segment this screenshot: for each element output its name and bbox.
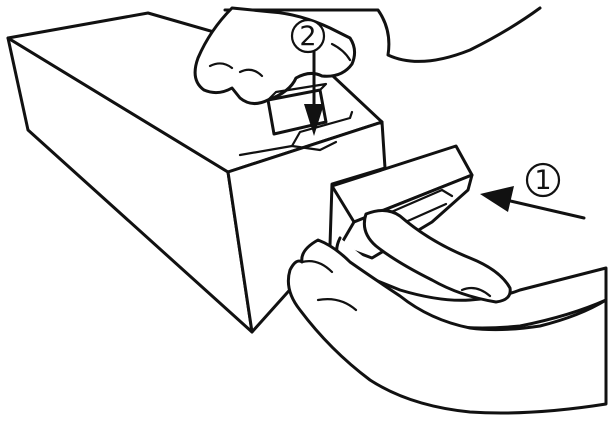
step-1-arrowhead: [480, 186, 514, 212]
step-2-number: 2: [299, 21, 316, 52]
step-1-badge: 1: [527, 164, 559, 196]
step-2-badge: 2: [292, 20, 324, 52]
lower-hands: [288, 210, 606, 413]
step-1-number: 1: [534, 165, 551, 196]
step-1-arrow-line: [506, 200, 584, 218]
